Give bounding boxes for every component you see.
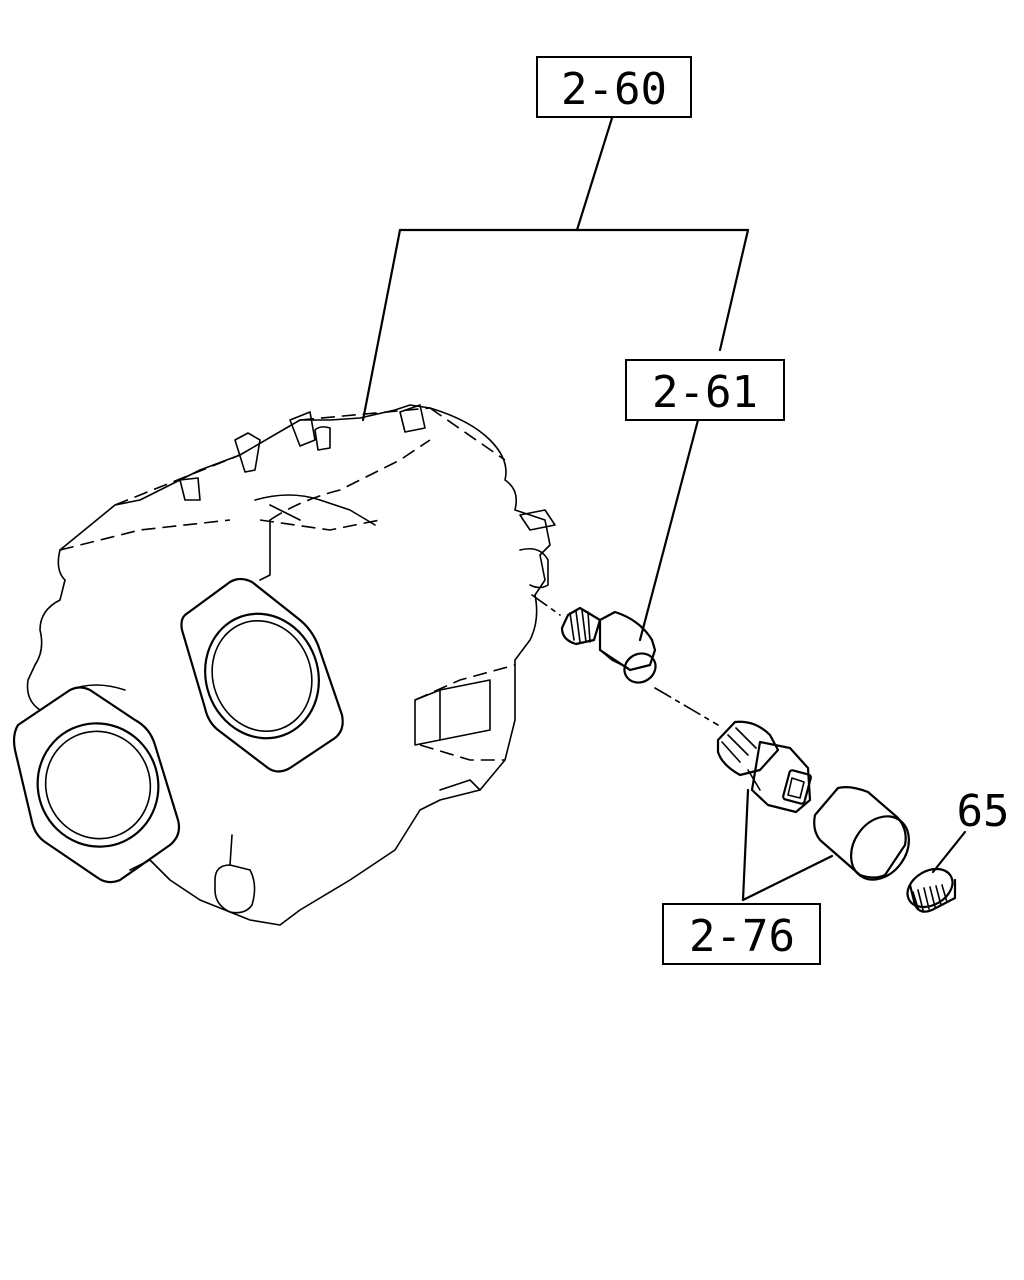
callout-2-61-label: 2-61: [652, 367, 758, 418]
callout-2-61[interactable]: 2-61: [625, 359, 785, 421]
callout-2-76[interactable]: 2-76: [662, 903, 821, 965]
callout-2-76-label: 2-76: [689, 911, 795, 962]
speed-sensor: [716, 720, 812, 814]
leader-lines: [361, 116, 967, 902]
part-number-65[interactable]: 65: [957, 786, 1010, 837]
flange-left: [12, 684, 181, 884]
transmission-housing: [12, 404, 556, 926]
speedometer-driven-gear: [560, 606, 657, 684]
assembly-axis-line: [531, 594, 719, 726]
cap-part-65: [906, 867, 957, 913]
callout-2-60[interactable]: 2-60: [536, 56, 692, 118]
callout-2-60-label: 2-60: [561, 64, 667, 115]
flange-right: [180, 577, 344, 773]
sensor-sleeve: [813, 786, 910, 881]
